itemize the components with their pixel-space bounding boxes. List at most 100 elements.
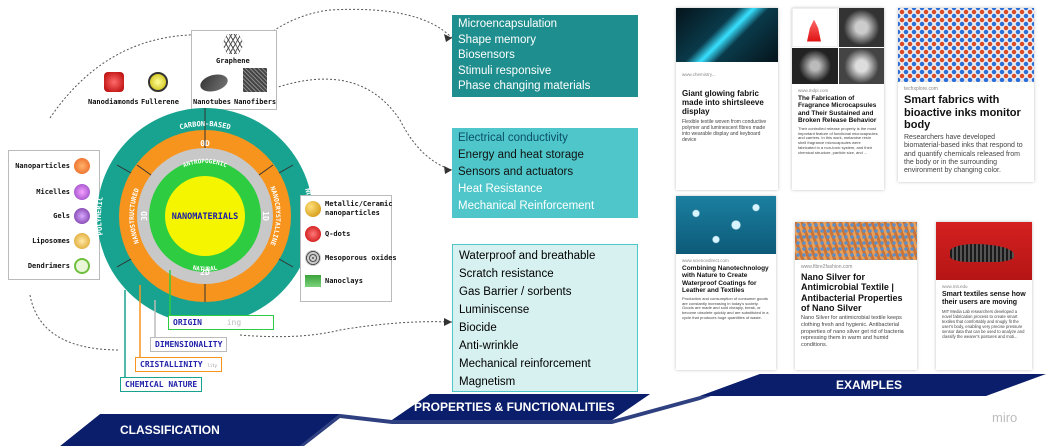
nanodiamonds-label: Nanodiamonds bbox=[88, 98, 139, 106]
example-card[interactable]: techxplore.com Smart fabrics with bioact… bbox=[898, 8, 1034, 182]
example-card[interactable]: www.mdpi.com The Fabrication of Fragranc… bbox=[792, 8, 884, 190]
property-item: Energy and heat storage bbox=[458, 149, 584, 161]
dendrimer-icon bbox=[74, 258, 90, 274]
fullerene-label: Fullerene bbox=[141, 98, 179, 106]
card-title: Giant glowing fabric made into shirtslee… bbox=[682, 89, 764, 117]
card-source: www.mdpi.com bbox=[798, 88, 829, 93]
nanotubes-label: Nanotubes bbox=[193, 98, 231, 106]
property-item: Anti-wrinkle bbox=[459, 340, 519, 352]
card-title: The Fabrication of Fragrance Microcapsul… bbox=[798, 95, 877, 125]
cristallinity-sub-label: lity bbox=[207, 363, 218, 368]
qdot-icon bbox=[305, 226, 321, 242]
card-text: MIT Media Lab researchers developed a no… bbox=[942, 309, 1025, 340]
property-item: Shape memory bbox=[458, 33, 536, 46]
property-item: Stimuli responsive bbox=[458, 64, 552, 77]
list-label: Q-dots bbox=[325, 230, 351, 238]
list-item-liposomes: Liposomes bbox=[12, 233, 90, 249]
property-item: Sensors and actuators bbox=[458, 166, 574, 178]
metallic-nanoparticle-icon bbox=[305, 201, 321, 217]
card-title: Combining Nanotechnology with Nature to … bbox=[682, 265, 769, 295]
micelle-icon bbox=[74, 184, 90, 200]
list-label: Gels bbox=[53, 212, 70, 220]
card-image bbox=[795, 222, 917, 260]
property-box-3: Waterproof and breathable Scratch resist… bbox=[452, 244, 638, 392]
list-label: Nanoparticles bbox=[15, 162, 70, 170]
polymeric-label: POLYMERIC bbox=[95, 196, 105, 236]
card-image bbox=[676, 196, 776, 254]
example-card[interactable]: www.chemistry... Giant glowing fabric ma… bbox=[676, 8, 778, 190]
graphene-icon bbox=[222, 34, 244, 54]
gel-icon bbox=[74, 208, 90, 224]
card-text: Production and consumption of consumer g… bbox=[682, 295, 769, 321]
list-label: Mesoporous oxides bbox=[325, 254, 397, 262]
classification-title: CLASSIFICATION bbox=[120, 423, 220, 437]
list-label: Metallic/Ceramic nanoparticles bbox=[325, 200, 393, 217]
card-image bbox=[792, 8, 884, 84]
card-source: techxplore.com bbox=[904, 86, 938, 92]
natural-label: NATURAL bbox=[192, 264, 218, 273]
dim-2d-label: 2D bbox=[200, 268, 210, 277]
classification-rings: CARBON-BASED POLYMERIC NON POLYMERIC NAN… bbox=[95, 108, 315, 324]
liposome-icon bbox=[74, 233, 90, 249]
card-source: www.sciencedirect.com bbox=[682, 258, 729, 263]
examples-title: EXAMPLES bbox=[836, 378, 903, 392]
property-item: Heat Resistance bbox=[458, 183, 543, 195]
property-box-2: Electrical conductivity Energy and heat … bbox=[452, 128, 638, 218]
list-label: Micelles bbox=[36, 188, 70, 196]
graphene-label: Graphene bbox=[216, 57, 250, 65]
fullerene-icon bbox=[148, 72, 168, 92]
property-item: Biosensors bbox=[458, 49, 515, 61]
examples-banner bbox=[700, 374, 1046, 396]
card-text: Flexible textile woven from conductive p… bbox=[682, 118, 767, 143]
nanoclay-icon bbox=[305, 275, 321, 287]
example-card[interactable]: www.sciencedirect.com Combining Nanotech… bbox=[676, 196, 776, 370]
card-image bbox=[676, 8, 778, 62]
carbon-based-label: CARBON-BASED bbox=[179, 120, 232, 131]
nanofibers-label: Nanofibers bbox=[234, 98, 277, 106]
origin-label: ORIGIN ing bbox=[168, 315, 274, 330]
list-item-nanoparticles: Nanoparticles bbox=[12, 158, 90, 174]
nanoparticle-icon bbox=[74, 158, 90, 174]
card-text: Nano Silver for antimicrobial textile ke… bbox=[801, 315, 904, 348]
list-label: Liposomes bbox=[32, 237, 70, 245]
property-item: Mechanical Reinforcement bbox=[458, 200, 595, 212]
list-item-nanoclays: Nanoclays bbox=[305, 275, 363, 287]
dim-1d-label: 1D bbox=[261, 211, 270, 221]
dim-0d-label: 0D bbox=[200, 139, 210, 148]
mesoporous-icon bbox=[305, 250, 321, 266]
core-nanomaterials bbox=[165, 176, 245, 256]
nanodiamond-icon bbox=[104, 72, 124, 92]
property-item: Mechanical reinforcement bbox=[459, 358, 591, 370]
list-label: Nanoclays bbox=[325, 277, 363, 285]
property-item: Scratch resistance bbox=[459, 268, 554, 280]
chemical-nature-label: CHEMICAL NATURE bbox=[120, 377, 203, 392]
example-card[interactable]: www.mit.edu Smart textiles sense how the… bbox=[936, 222, 1032, 370]
classification-banner bbox=[60, 414, 340, 446]
property-item: Biocide bbox=[459, 322, 497, 334]
card-source: www.chemistry... bbox=[682, 72, 716, 77]
list-item-dendrimers: Dendrimers bbox=[12, 258, 90, 274]
dimensionality-label: DIMENSIONALITY bbox=[150, 337, 228, 352]
cristallinity-label: CRISTALLINITY lity bbox=[135, 357, 223, 372]
card-title: Smart fabrics with bioactive inks monito… bbox=[904, 94, 1021, 132]
nanofiber-icon bbox=[243, 68, 267, 92]
antropogenic-label: ANTROPOGENIC bbox=[182, 158, 228, 169]
miro-watermark: miro bbox=[992, 410, 1018, 425]
property-item: Magnetism bbox=[459, 376, 516, 388]
list-item-mesoporous: Mesoporous oxides bbox=[305, 250, 397, 266]
example-card[interactable]: www.fibre2fashion.com Nano Silver for An… bbox=[795, 222, 917, 370]
property-item: Luminiscense bbox=[459, 304, 530, 316]
card-text: Their controlled release property is the… bbox=[798, 125, 878, 155]
card-image bbox=[898, 8, 1034, 82]
origin-ghost-label: ing bbox=[226, 318, 242, 327]
list-label: Dendrimers bbox=[27, 262, 70, 270]
list-item-qdots: Q-dots bbox=[305, 226, 350, 242]
property-item: Gas Barrier / sorbents bbox=[459, 286, 572, 298]
card-source: www.mit.edu bbox=[942, 284, 968, 289]
list-item-micelles: Micelles bbox=[12, 184, 90, 200]
card-source: www.fibre2fashion.com bbox=[801, 264, 853, 270]
properties-title: PROPERTIES & FUNCTIONALITIES bbox=[414, 400, 615, 414]
property-item: Phase changing materials bbox=[458, 80, 591, 92]
list-item-metallic: Metallic/Ceramic nanoparticles bbox=[305, 200, 393, 218]
